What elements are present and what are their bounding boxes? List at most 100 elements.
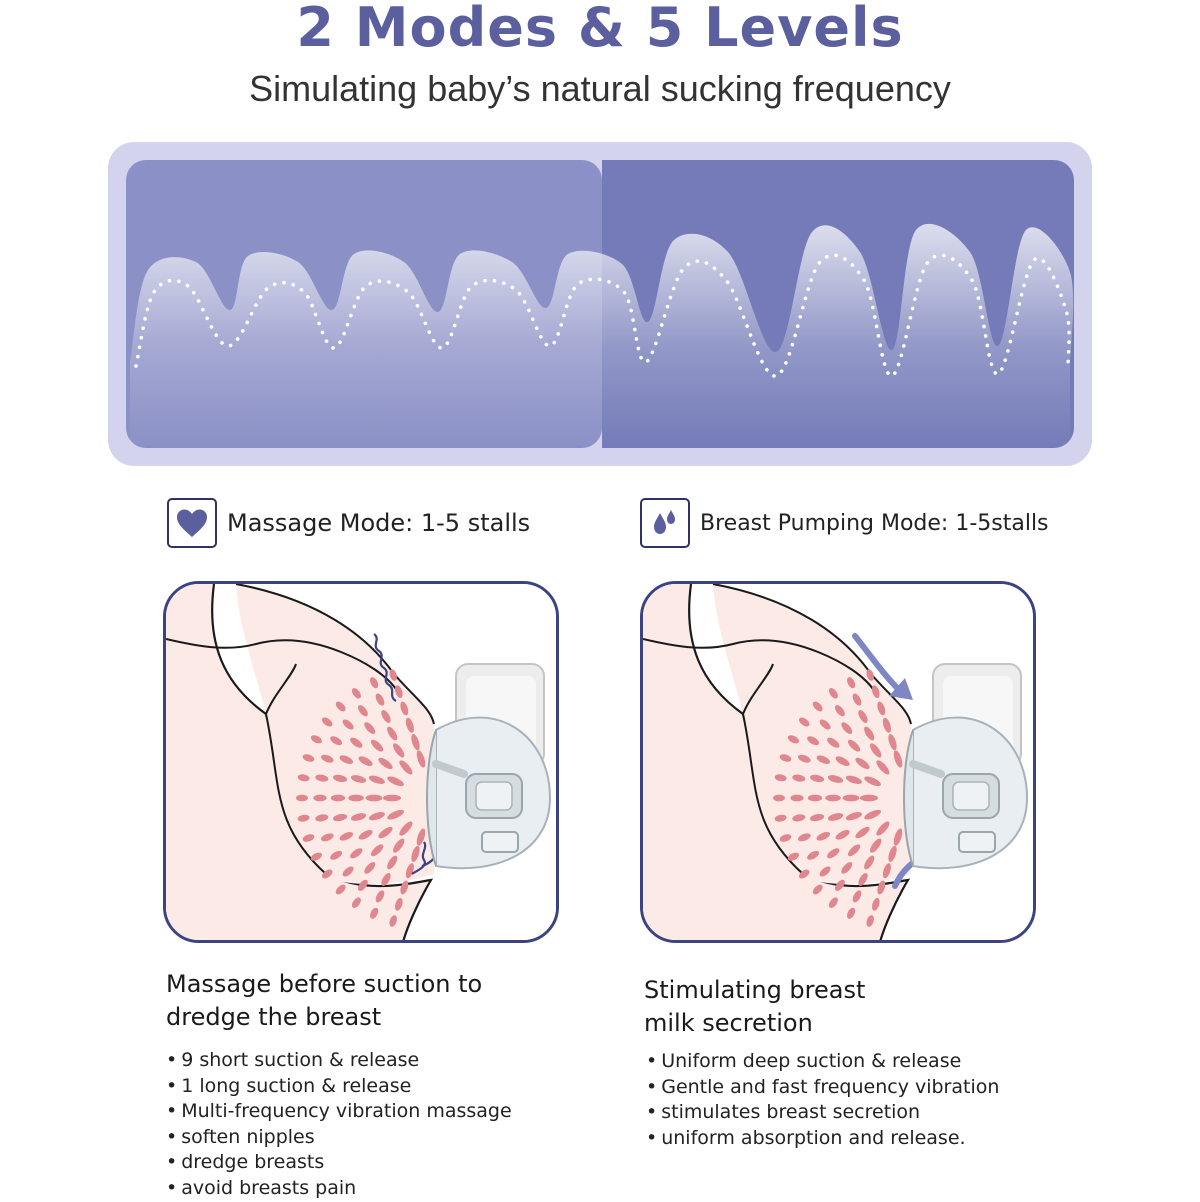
- milk-gland-petal: [416, 750, 426, 768]
- milk-gland-petal: [348, 794, 364, 802]
- milk-gland-petal: [835, 756, 850, 766]
- milk-gland-petal: [847, 907, 856, 919]
- milk-gland-petal: [812, 701, 823, 712]
- milk-gland-petal: [819, 866, 831, 877]
- milk-gland-petal: [335, 884, 346, 895]
- milk-gland-petal: [893, 750, 903, 768]
- milk-gland-petal: [339, 832, 354, 841]
- milk-gland-petal: [333, 813, 348, 822]
- milk-gland-petal: [387, 776, 404, 787]
- milk-gland-petal: [798, 754, 811, 763]
- milk-gland-petal: [866, 915, 874, 927]
- list-item: 9 short suction & release: [166, 1048, 512, 1074]
- pumping-heading-line1: Stimulating breast: [644, 976, 866, 1004]
- milk-gland-petal: [302, 834, 315, 842]
- milk-gland-petal: [389, 669, 397, 681]
- milk-gland-petal: [834, 879, 845, 891]
- milk-gland-petal: [400, 880, 409, 895]
- frequency-wave-panel: [108, 142, 1092, 466]
- list-item: dredge breasts: [166, 1150, 512, 1176]
- milk-gland-petal: [858, 710, 868, 723]
- pumping-illustration: [640, 581, 1036, 943]
- milk-gland-petal: [841, 722, 853, 734]
- list-item: avoid breasts pain: [166, 1176, 512, 1202]
- milk-gland-petal: [825, 794, 841, 802]
- milk-gland-petal: [774, 774, 787, 782]
- milk-gland-petal: [310, 852, 322, 861]
- milk-gland-petal: [387, 809, 404, 820]
- massage-heading-line2: dredge the breast: [166, 1003, 382, 1031]
- milk-gland-petal: [792, 774, 806, 782]
- list-item: Gentle and fast frequency vibration: [646, 1075, 999, 1101]
- milk-gland-petal: [368, 775, 385, 784]
- milk-gland-petal: [394, 897, 403, 911]
- milk-gland-petal: [315, 814, 329, 822]
- milk-gland-petal: [828, 897, 838, 908]
- milk-gland-petal: [871, 685, 880, 699]
- milk-gland-petal: [321, 833, 334, 842]
- list-item: 1 long suction & release: [166, 1074, 512, 1100]
- milk-gland-petal: [411, 845, 420, 862]
- milk-gland-petal: [370, 844, 384, 857]
- milk-gland-petal: [330, 794, 346, 802]
- milk-gland-petal: [841, 862, 853, 874]
- milk-gland-petal: [383, 794, 401, 802]
- milk-gland-petal: [342, 719, 354, 730]
- milk-gland-petal: [882, 717, 891, 733]
- milk-gland-petal: [855, 757, 870, 770]
- milk-gland-petal: [852, 693, 862, 706]
- milk-gland-petal: [798, 833, 811, 842]
- milk-gland-petal: [310, 735, 322, 744]
- milk-gland-petal: [774, 814, 787, 822]
- milk-gland-petal: [365, 794, 383, 802]
- milk-gland-petal: [860, 794, 878, 802]
- milk-gland-petal: [313, 794, 327, 802]
- milk-gland-petal: [364, 862, 376, 874]
- milk-gland-petal: [405, 863, 414, 879]
- milk-gland-petal: [350, 813, 367, 821]
- milk-gland-petal: [405, 717, 414, 733]
- massage-feature-list: 9 short suction & release 1 long suction…: [166, 1048, 512, 1202]
- milk-gland-petal: [342, 866, 354, 877]
- milk-gland-petal: [375, 693, 385, 706]
- milk-gland-petal: [816, 755, 831, 764]
- milk-gland-petal: [399, 821, 413, 836]
- milk-gland-petal: [864, 726, 875, 741]
- list-item: Multi-frequency vibration massage: [166, 1099, 511, 1125]
- milk-gland-petal: [393, 838, 405, 853]
- milk-glands: [296, 669, 426, 927]
- milk-gland-petal: [381, 710, 391, 723]
- skin-shape: [643, 584, 908, 940]
- milk-gland-petal: [364, 722, 376, 734]
- milk-gland-petal: [827, 848, 840, 859]
- milk-gland-petal: [378, 826, 393, 839]
- milk-gland-petal: [357, 879, 368, 891]
- massage-mode-label: Massage Mode: 1-5 stalls: [167, 497, 530, 549]
- pumping-feature-list: Uniform deep suction & release Gentle an…: [646, 1049, 999, 1151]
- milk-gland-petal: [393, 743, 405, 758]
- milk-gland-petal: [787, 735, 799, 744]
- pumping-mode-label: Breast Pumping Mode: 1-5stalls: [640, 497, 1049, 549]
- breast-shape: [713, 584, 911, 885]
- milk-gland-petal: [350, 737, 363, 748]
- milk-gland-petal: [321, 717, 333, 727]
- milk-gland-petal: [852, 890, 862, 903]
- milk-gland-petal: [877, 701, 886, 716]
- milk-gland-petal: [828, 688, 838, 699]
- milk-gland-petal: [779, 834, 792, 842]
- massage-illustration: [163, 581, 559, 943]
- milk-gland-petal: [858, 873, 868, 886]
- milk-gland-petal: [315, 774, 329, 782]
- milk-gland-petal: [351, 897, 361, 908]
- milk-gland-petal: [368, 812, 385, 821]
- milk-glands: [773, 669, 903, 927]
- milk-gland-petal: [370, 677, 379, 689]
- breast-pump-device: [903, 663, 1029, 870]
- frequency-wave-graphic: [126, 160, 1074, 448]
- milk-gland-petal: [845, 812, 862, 821]
- milk-gland-petal: [855, 826, 870, 839]
- milk-gland-petal: [866, 669, 874, 681]
- milk-gland-petal: [394, 685, 403, 699]
- milk-gland-petal: [773, 794, 785, 802]
- milk-gland-petal: [358, 830, 373, 840]
